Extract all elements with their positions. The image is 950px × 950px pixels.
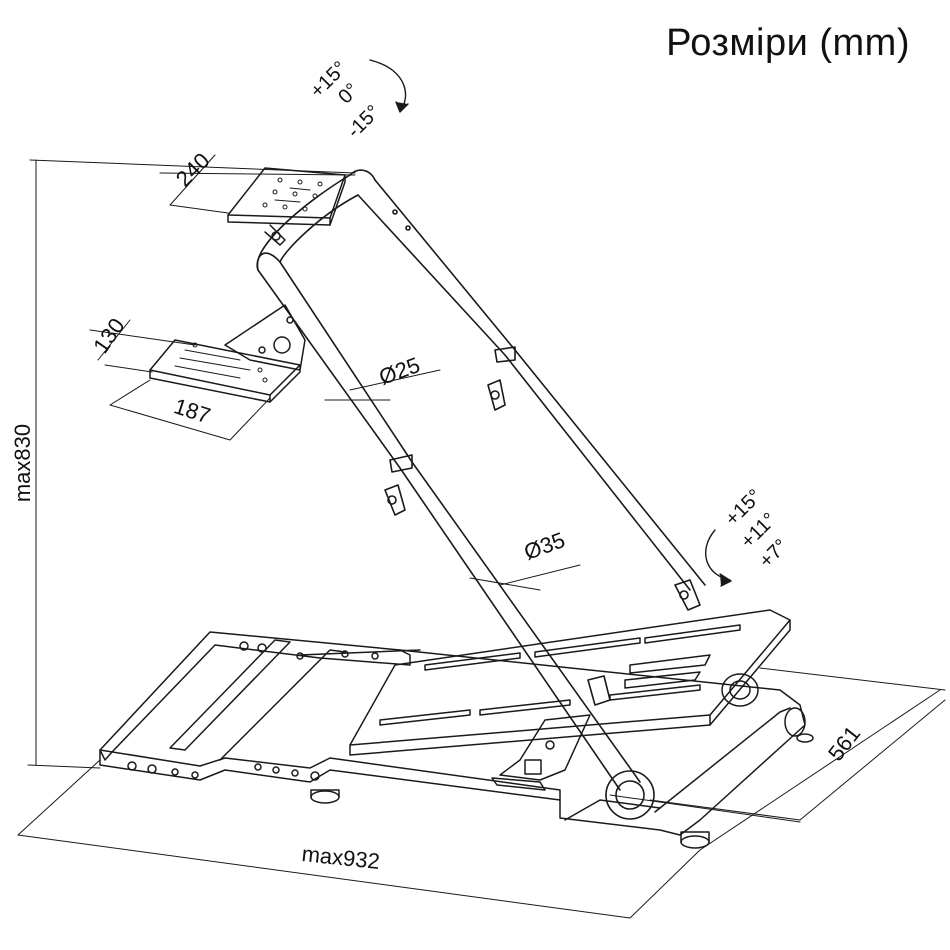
rotation-arrows [369, 59, 732, 587]
label-shifter-plate-width: 130 [88, 313, 130, 357]
upright-tubes [256, 169, 706, 820]
label-max-height: max830 [10, 424, 35, 502]
base-frame [99, 631, 561, 804]
dimension-lines [17, 154, 946, 919]
label-width: 561 [823, 721, 865, 765]
label-shifter-plate-depth: 187 [171, 393, 214, 428]
diagram-title: Розміри (mm) [666, 22, 910, 64]
label-max-length: max932 [301, 841, 381, 874]
wheel-plate [227, 167, 346, 246]
shifter-plate [149, 304, 306, 403]
pedal-plate [349, 609, 791, 791]
label-lower-tube-diameter: Ø35 [521, 527, 569, 565]
label-wheel-plate-width: 240 [171, 148, 215, 192]
front-tubes [399, 649, 814, 849]
label-upper-tube-diameter: Ø25 [376, 352, 424, 390]
